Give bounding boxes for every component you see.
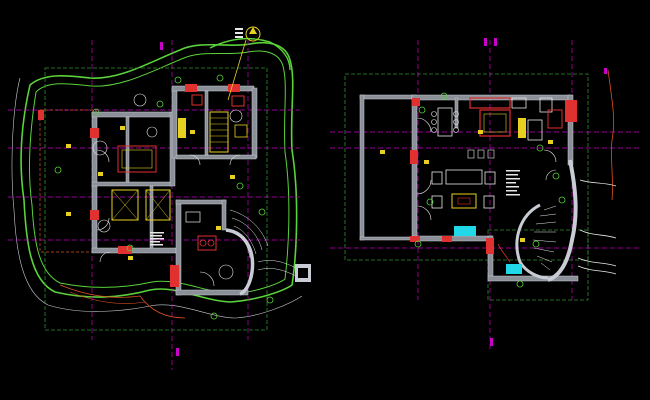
north-arrow-icon [227,26,261,101]
room-tags [66,126,235,260]
door-swings-right [416,117,557,221]
windows [38,84,240,287]
tag-markers [54,74,274,320]
axis-grid-lines-right [330,40,640,350]
terrain-lines-right [497,69,617,275]
tag-markers-right [414,92,566,288]
room-tags-right [380,130,553,242]
spiral-stair [532,205,557,271]
furniture-right [431,97,563,274]
furniture [111,94,248,251]
windows-right [410,98,577,254]
site-boundary-right [344,73,589,261]
upper-floor-plan [160,38,640,356]
plan-notes-right [506,170,520,196]
section-marker-icon [295,264,311,282]
trees [92,93,243,280]
door-swings [96,149,241,287]
plan-notes [150,232,164,246]
site-boundary [44,67,268,331]
terrace-outline [39,109,97,253]
landscape-outline [11,37,303,319]
curved-wall-right [547,159,578,282]
ground-floor-plan [8,26,311,370]
lower-boundary-right [487,229,589,301]
building-walls [91,85,258,296]
building-walls-right [359,94,579,282]
curved-stair-wall [225,228,255,296]
landscape-steps [229,209,301,279]
grid-markers-right [160,38,607,356]
stair-curve [515,203,549,280]
